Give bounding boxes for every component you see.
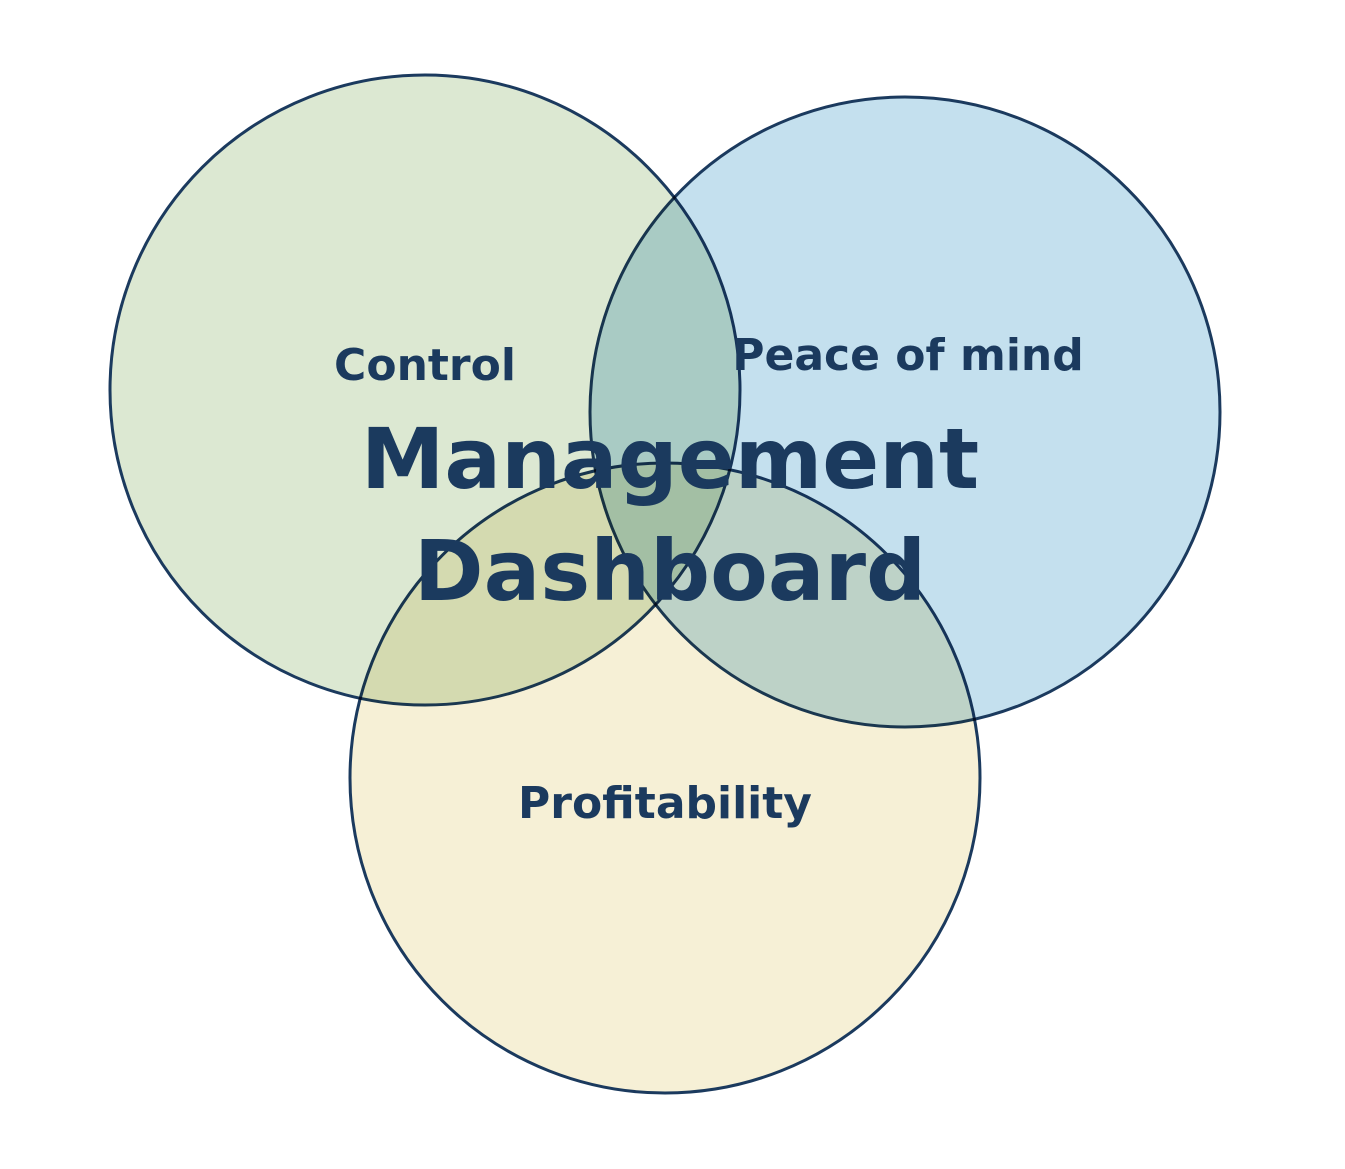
profitability-circle [348,461,982,1095]
diagram-title-line1: Management [361,410,979,508]
diagram-title-line2: Dashboard [414,522,926,620]
control-label: Control [334,340,516,391]
profitability-label: Profitability [518,778,812,829]
peace-of-mind-label: Peace of mind [732,330,1083,381]
